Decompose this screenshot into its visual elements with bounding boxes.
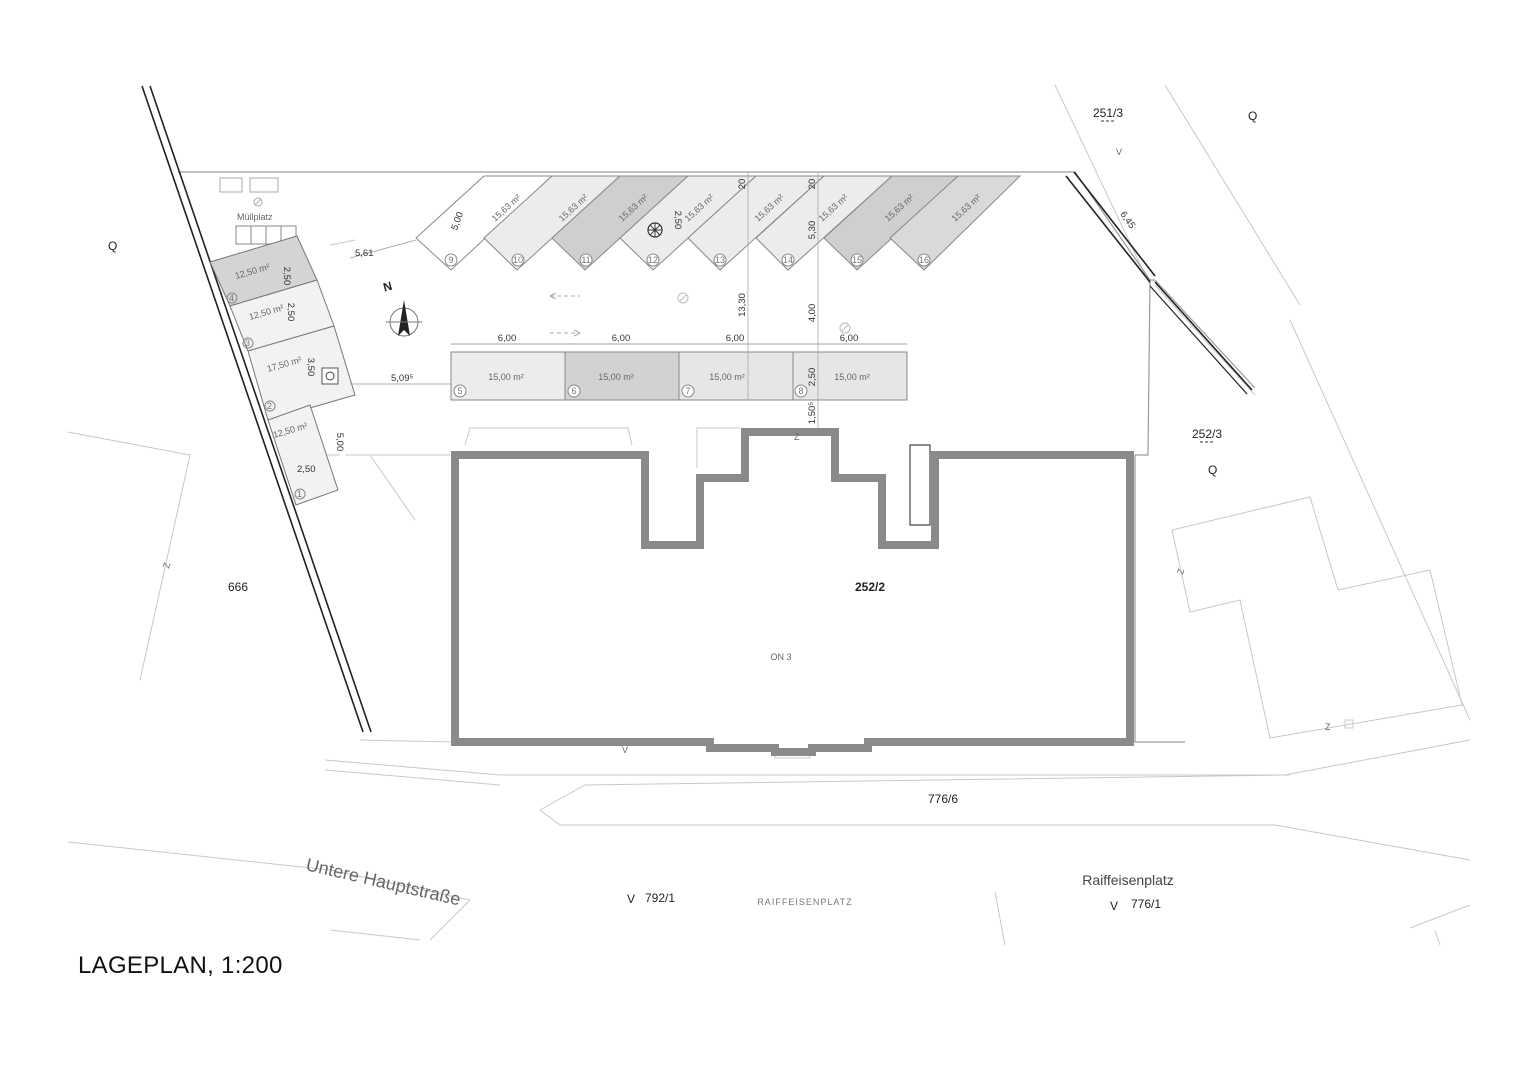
street-labels: Untere Hauptstraße Raiffeisenplatz RAIFF…: [304, 854, 1174, 909]
dim-150: 1,50⁵: [807, 402, 818, 424]
dim-20a: 20: [737, 179, 748, 190]
v-symbol-building: V: [622, 745, 628, 755]
row-width-6: 6,00: [612, 333, 631, 344]
parking-dim-2: 3,50: [305, 358, 316, 377]
row-width-7: 6,00: [726, 333, 745, 344]
parking-num-4: 4: [229, 293, 234, 303]
parcel-south-right: 776/1: [1131, 897, 1161, 911]
dim-561: 5,61: [355, 248, 374, 259]
west-dim-500: 5,00: [334, 433, 345, 452]
z-symbol-east: Z: [1175, 567, 1186, 575]
parking-area-8: 15,00 m²: [834, 372, 870, 382]
dim-645: 6,45: [1118, 209, 1138, 230]
row-parking: 5 15,00 m² 6 15,00 m² 7 15,00 m² 8 15,00…: [450, 333, 908, 401]
parcel-west: 666: [228, 580, 248, 594]
parcel-labels: 666 251/3 252/3 776/6 792/1 776/1: [228, 106, 1222, 911]
zoning-label: ON 3: [770, 652, 791, 662]
muellplatz-label: Müllplatz: [237, 212, 273, 222]
parking-num-6: 6: [571, 386, 576, 396]
context-lines: [67, 84, 1471, 946]
z-symbol-west: Z: [161, 561, 172, 569]
row-width-5: 6,00: [498, 333, 517, 344]
parcel-main: 252/2: [855, 580, 885, 594]
parking-dim-3: 2,50: [285, 303, 296, 322]
parking-space-1: [267, 404, 339, 506]
street-hauptstrasse: Untere Hauptstraße: [304, 854, 463, 909]
parking-num-14: 14: [783, 255, 793, 265]
dim-530: 5,30: [807, 221, 818, 240]
zoning-symbols: Q Q Q V V V V Z Z Z Z: [108, 109, 1331, 913]
parking-dim-4: 2,50: [281, 267, 292, 286]
dim-250: 2,50: [807, 368, 818, 387]
parking-space-5: [450, 351, 566, 401]
row-width-8: 6,00: [840, 333, 859, 344]
parking-num-15: 15: [852, 255, 862, 265]
q-symbol-west: Q: [108, 239, 117, 253]
parking-num-7: 7: [685, 386, 690, 396]
muellplatz-area: Müllplatz: [219, 177, 297, 245]
parking-space-8: [792, 351, 908, 401]
v-symbol-northeast: V: [1116, 147, 1122, 157]
north-arrow: N: [382, 279, 422, 337]
parcel-northeast: 251/3: [1093, 106, 1123, 120]
parking-num-11: 11: [581, 255, 590, 265]
parking-num-2: 2: [267, 401, 272, 411]
plan-title: LAGEPLAN, 1:200: [78, 952, 283, 979]
parking-dim-12: 2,50: [672, 211, 683, 230]
q-symbol-east: Q: [1208, 463, 1217, 477]
parking-space-16: [889, 175, 1022, 271]
main-building: ON 3 252/2: [451, 428, 1134, 756]
parking-area-6: 15,00 m²: [598, 372, 634, 382]
dim-400: 4,00: [807, 304, 818, 323]
parking-space-2: [247, 325, 356, 421]
site-boundary: [141, 85, 1256, 743]
parking-num-5: 5: [457, 386, 462, 396]
parking-num-9: 9: [448, 255, 453, 265]
z-symbol-southeast: Z: [1325, 722, 1331, 732]
north-label: N: [382, 279, 394, 295]
parking-dim-1: 2,50: [297, 464, 316, 475]
parking-area-7: 15,00 m²: [709, 372, 745, 382]
dim-20b: 20: [807, 179, 818, 190]
wheelchair-icon: [325, 371, 335, 381]
street-raiffeisenplatz: Raiffeisenplatz: [1082, 872, 1174, 888]
parking-num-12: 12: [648, 255, 658, 265]
west-parking: 4 12,50 m² 2,50 3 12,50 m² 2,50 2 17,50 …: [209, 235, 356, 506]
parking-area-5: 15,00 m²: [488, 372, 524, 382]
parking-num-1: 1: [297, 489, 302, 499]
v-symbol-south-left: V: [627, 892, 635, 906]
tree-icon: [647, 222, 663, 238]
parking-num-10: 10: [513, 255, 523, 265]
parking-num-8: 8: [798, 386, 803, 396]
parking-space-6: [564, 351, 680, 401]
street-raiffeisenplatz-caps: RAIFFEISENPLATZ: [757, 897, 852, 907]
angled-parking: 9 5,00 10 15,63 m² 11 15,63 m² 12 15,63 …: [415, 175, 1022, 271]
parking-space-7: [678, 351, 794, 401]
parcel-south-left: 792/1: [645, 891, 675, 905]
parcel-street: 776/6: [928, 792, 958, 806]
dim-509: 5,09⁵: [391, 373, 413, 384]
parking-num-16: 16: [919, 255, 929, 265]
parcel-east: 252/3: [1192, 427, 1222, 441]
dim-1330: 13,30: [737, 293, 748, 317]
z-symbol-building: Z: [794, 432, 800, 442]
q-symbol-northeast: Q: [1248, 109, 1257, 123]
parking-num-3: 3: [245, 338, 250, 348]
parking-num-13: 13: [715, 255, 725, 265]
v-symbol-south-right: V: [1110, 899, 1118, 913]
